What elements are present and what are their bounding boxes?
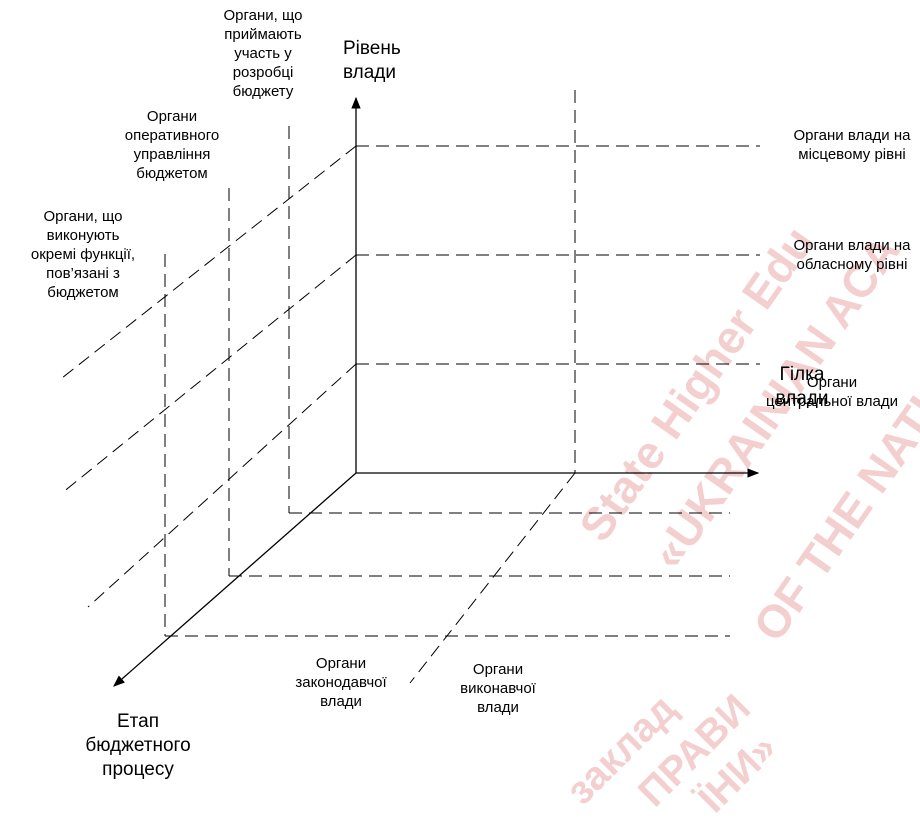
level-label-regional: Органи влади на обласному рівні bbox=[793, 237, 911, 273]
branch-diag-executive bbox=[409, 472, 576, 684]
diagram-lines bbox=[61, 90, 760, 687]
level-diag-local bbox=[61, 145, 357, 379]
axis-depth bbox=[113, 472, 357, 687]
branch-label-executive: Органи виконавчої влади bbox=[460, 661, 536, 716]
branch-label-legislative: Органи законодавчої влади bbox=[295, 655, 387, 710]
level-label-local: Органи влади на місцевому рівні bbox=[793, 127, 911, 163]
level-diag-central bbox=[87, 363, 357, 608]
stage-label-operational: Органи оперативного управління бюджетом bbox=[124, 108, 220, 182]
stage-label-functions: Органи, що виконують окремі функції, пов… bbox=[30, 208, 136, 301]
diagram-canvas: State Higher Edu «UKRAINIAN ACA OF THE N… bbox=[30, 7, 920, 821]
level-diag-regional bbox=[61, 254, 357, 494]
axis-label-horizontal: Гілка влади bbox=[775, 364, 829, 409]
level-label-central: Органи центральної влади bbox=[766, 374, 898, 410]
stage-label-development: Органи, що приймають участь у розробці б… bbox=[223, 7, 303, 100]
axis-label-depth: Етап бюджетного процесу bbox=[85, 711, 191, 780]
axis-label-vertical: Рівень влади bbox=[343, 38, 401, 83]
